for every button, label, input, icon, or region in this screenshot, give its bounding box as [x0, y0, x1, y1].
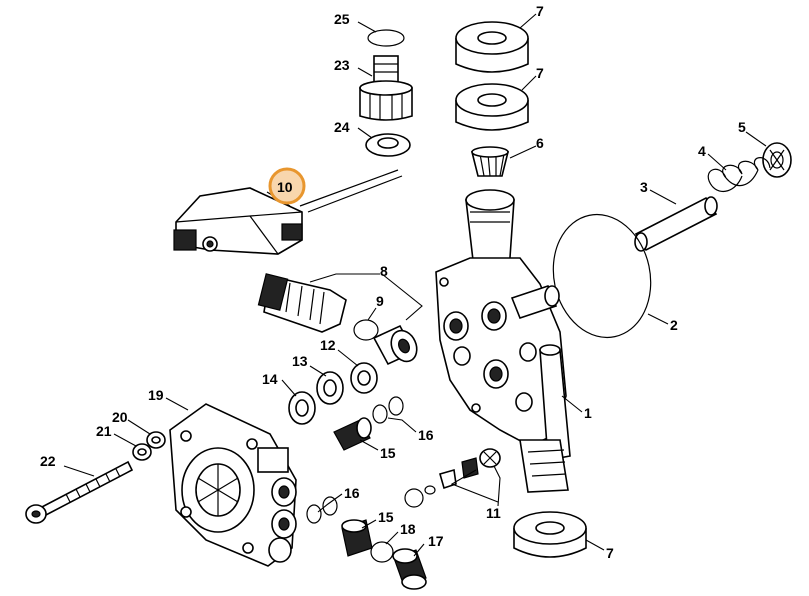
- part-22-bolt[interactable]: [25, 460, 134, 524]
- part-16-o-rings-upper[interactable]: [372, 396, 404, 424]
- part-13-seal[interactable]: [316, 371, 344, 405]
- label-9: 9: [376, 293, 384, 309]
- part-7-cylinder-middle[interactable]: [455, 83, 529, 131]
- part-19-valve-housing[interactable]: [169, 403, 297, 567]
- label-4: 4: [698, 143, 706, 159]
- label-24: 24: [334, 119, 350, 135]
- label-7-top: 7: [536, 3, 544, 19]
- label-25: 25: [334, 11, 350, 27]
- part-12-seal[interactable]: [350, 362, 378, 394]
- label-7-bottom: 7: [606, 545, 614, 561]
- part-17-plug[interactable]: [392, 548, 427, 590]
- part-2-large-o-ring[interactable]: [542, 205, 662, 346]
- label-12: 12: [320, 337, 336, 353]
- part-7-cylinder-bottom[interactable]: [513, 511, 587, 558]
- label-7-middle: 7: [536, 65, 544, 81]
- label-10: 10: [277, 179, 293, 195]
- part-23-hose-connector[interactable]: [359, 55, 413, 121]
- part-14-seal[interactable]: [288, 391, 316, 425]
- label-15-lower: 15: [378, 509, 394, 525]
- part-25-o-ring[interactable]: [367, 29, 405, 47]
- label-18: 18: [400, 521, 416, 537]
- part-labels: 25 23 24 7 7 6 5 4 3 2 1 10 8 9 12 13 14…: [40, 3, 746, 561]
- label-16-upper: 16: [418, 427, 434, 443]
- part-8-injector[interactable]: [257, 273, 347, 333]
- label-16-lower: 16: [344, 485, 360, 501]
- part-1-pump-housing[interactable]: [435, 189, 571, 493]
- part-12-cap[interactable]: [372, 324, 421, 366]
- label-14: 14: [262, 371, 278, 387]
- part-20-washer[interactable]: [146, 431, 166, 449]
- part-18-o-ring[interactable]: [370, 541, 394, 563]
- label-20: 20: [112, 409, 128, 425]
- label-22: 22: [40, 453, 56, 469]
- label-11: 11: [486, 505, 501, 521]
- part-6-filter[interactable]: [470, 146, 510, 177]
- part-21-washer[interactable]: [132, 443, 152, 461]
- part-7-cylinder-top[interactable]: [455, 21, 529, 73]
- highlight-marker: [268, 167, 306, 205]
- part-10-pressure-switch[interactable]: [173, 169, 403, 255]
- part-9-ring[interactable]: [353, 319, 379, 341]
- label-15-upper: 15: [380, 445, 396, 461]
- part-15-valve-upper[interactable]: [333, 417, 372, 451]
- label-17: 17: [428, 533, 444, 549]
- label-5: 5: [738, 119, 746, 135]
- label-13: 13: [292, 353, 308, 369]
- leader-lines: [63, 13, 767, 557]
- label-1: 1: [584, 405, 592, 421]
- label-19: 19: [148, 387, 164, 403]
- part-16-o-rings-lower[interactable]: [306, 496, 338, 524]
- part-3-piston[interactable]: [634, 196, 718, 252]
- part-11-valve-parts[interactable]: [424, 448, 501, 495]
- part-24-washer[interactable]: [365, 133, 411, 157]
- label-21: 21: [96, 423, 112, 439]
- label-23: 23: [334, 57, 350, 73]
- part-15-valve-lower[interactable]: [341, 519, 373, 557]
- part-o-ring-mid[interactable]: [404, 488, 424, 508]
- part-4-spring[interactable]: [707, 157, 771, 193]
- label-6: 6: [536, 135, 544, 151]
- label-2: 2: [670, 317, 678, 333]
- label-8: 8: [380, 263, 388, 279]
- label-3: 3: [640, 179, 648, 195]
- part-5-clip[interactable]: [762, 142, 792, 178]
